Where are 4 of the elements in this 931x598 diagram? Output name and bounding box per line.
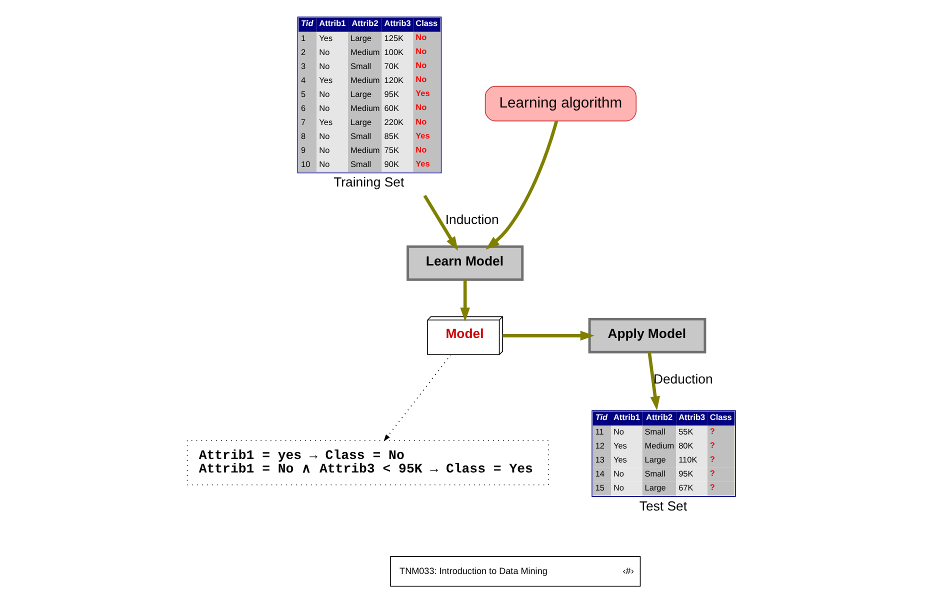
edge-label: Induction bbox=[445, 212, 499, 228]
node-label: Test Set bbox=[639, 498, 688, 514]
node-label: Training Set bbox=[334, 174, 404, 190]
edge-label: Deduction bbox=[653, 371, 713, 386]
